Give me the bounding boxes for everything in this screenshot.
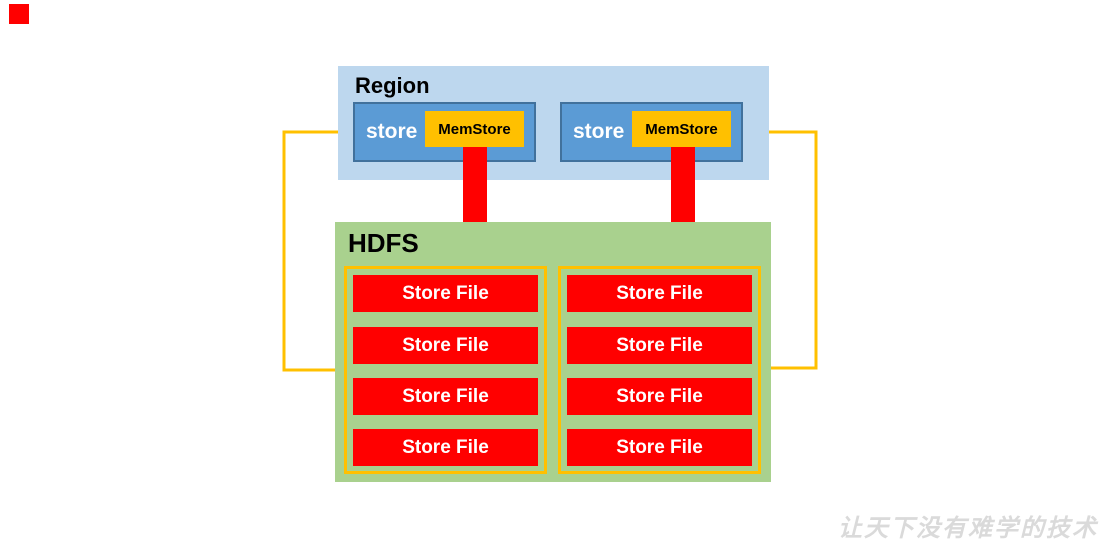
store-box-right: store MemStore bbox=[560, 102, 743, 162]
store-file-item: Store File bbox=[353, 327, 538, 364]
region-box: Region store MemStore store MemStore bbox=[338, 66, 769, 180]
store-label: store bbox=[573, 120, 625, 143]
memstore-box: MemStore bbox=[425, 111, 524, 147]
connector-right-line bbox=[743, 130, 818, 370]
memstore-label: MemStore bbox=[438, 120, 511, 138]
hdfs-label: HDFS bbox=[348, 228, 419, 258]
store-file-item: Store File bbox=[567, 429, 752, 466]
memstore-label: MemStore bbox=[645, 120, 718, 138]
arrow-stem bbox=[671, 147, 695, 232]
store-file-item: Store File bbox=[567, 275, 752, 312]
memstore-box: MemStore bbox=[632, 111, 731, 147]
connector-left-line bbox=[282, 130, 353, 372]
red-square-marker bbox=[9, 4, 29, 24]
store-file-item: Store File bbox=[353, 429, 538, 466]
store-label: store bbox=[366, 120, 418, 143]
storefile-column-left: Store File Store File Store File Store F… bbox=[344, 266, 547, 474]
arrow-stem bbox=[463, 147, 487, 232]
storefile-column-right: Store File Store File Store File Store F… bbox=[558, 266, 761, 474]
watermark-text: 让天下没有难学的技术 bbox=[838, 515, 1098, 540]
store-file-item: Store File bbox=[567, 327, 752, 364]
region-label: Region bbox=[355, 73, 430, 98]
hdfs-box: HDFS Store File Store File Store File St… bbox=[335, 222, 771, 482]
store-file-item: Store File bbox=[353, 275, 538, 312]
store-box-left: store MemStore bbox=[353, 102, 536, 162]
store-file-item: Store File bbox=[567, 378, 752, 415]
store-file-item: Store File bbox=[353, 378, 538, 415]
